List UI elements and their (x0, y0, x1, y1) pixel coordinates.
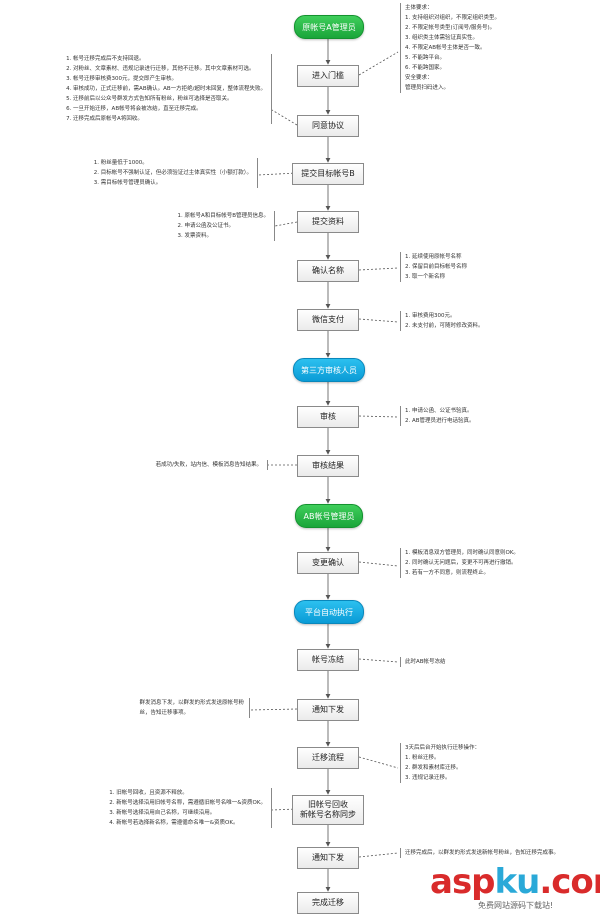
note-line: 1. 原帐号A和目标帐号B管理员信息。 (177, 213, 269, 219)
role-ab-admin: AB帐号管理员 (295, 504, 363, 528)
note-line: 2. 新帐号选择沿用旧帐号名称，需遵循旧帐号名唯一&资质OK。 (109, 800, 266, 806)
step-notify-2: 通知下发 (297, 847, 359, 869)
role-original-admin: 原帐号A管理员 (294, 15, 364, 39)
step-wechat-pay: 微信支付 (297, 309, 359, 331)
note-line: 7. 迁移完成后原帐号A将回收。 (66, 116, 143, 122)
note-line: 1. 审核费用300元。 (405, 313, 456, 319)
note-line: 2. 同时确认无问题后，变更不可再进行撤销。 (405, 560, 517, 566)
note-subject-requirements: 主体要求： 1. 支持组织对组织，不限定组织类型。 2. 不限定帐号类型(订阅号… (400, 3, 500, 93)
note-line: 群发消息下发，以群发的形式发送原帐号粉 (139, 700, 244, 706)
note-line: 4. 不限定AB帐号主体是否一致。 (405, 45, 486, 51)
note-line: 1. 粉丝迁移。 (405, 755, 440, 761)
note-line: 2. 不限定帐号类型(订阅号/服务号)。 (405, 25, 496, 31)
note-line: 3. 违规记录迁移。 (405, 775, 451, 781)
note-line: 3天后后台开始执行迁移操作： (405, 745, 481, 751)
step-old-account-recycle-line2: 新帐号名称同步 (300, 810, 356, 819)
note-migration-process: 3天后后台开始执行迁移操作： 1. 粉丝迁移。 2. 群发和素材库迁移。 3. … (400, 743, 480, 783)
note-review: 1. 申请公函、公证书验真。 2. AB管理员进行电话验真。 (400, 406, 475, 426)
watermark-tagline: 免费网站源码下载站! (478, 901, 554, 910)
step-enter-portal: 进入门槛 (297, 65, 359, 87)
note-line: 2. 对粉丝、文章素材、违规记录进行迁移，其他不迁移。其中文章素材可选。 (66, 66, 255, 72)
step-old-account-recycle-line1: 旧帐号回收 (308, 800, 348, 809)
step-submit-target: 提交目标帐号B (292, 163, 364, 185)
note-agree-protocol: 1. 帐号迁移完成后不支持回退。 2. 对粉丝、文章素材、违规记录进行迁移，其他… (66, 54, 272, 124)
step-notify-1: 通知下发 (297, 699, 359, 721)
note-line: 1. 模板消息双方管理员，同时确认同意则OK。 (405, 550, 519, 556)
note-old-account-recycle: 1. 旧帐号回收，且资源不释放。 2. 新帐号选择沿用旧帐号名称，需遵循旧帐号名… (109, 788, 272, 828)
note-line: 2. 申请公函及公证书。 (177, 223, 234, 229)
note-line: 3. 取一个新名称 (405, 274, 445, 280)
note-line: 3. 帐号迁移审核费300元，提交即产生审核。 (66, 76, 178, 82)
step-confirm-name: 确认名称 (297, 260, 359, 282)
note-line: 丝，告知迁移事项。 (139, 710, 189, 716)
note-notify-2: 迁移完成后，以群发的形式发送新帐号粉丝，告知迁移完成事。 (400, 848, 559, 858)
note-line: 2. 保留目前目标帐号名称 (405, 264, 467, 270)
watermark-logo: aspku.com 免费网站源码下载站! (430, 862, 600, 914)
note-line: 1. 支持组织对组织，不限定组织类型。 (405, 15, 500, 21)
step-old-account-recycle: 旧帐号回收 新帐号名称同步 (292, 795, 364, 825)
note-line: 2. 群发和素材库迁移。 (405, 765, 462, 771)
step-review-result: 审核结果 (297, 455, 359, 477)
note-submit-target: 1. 粉丝量低于1000。 2. 目标帐号不强制认证，但必须验证过主体真实性（小… (94, 158, 258, 188)
note-line: 5. 不能跨平台。 (405, 55, 445, 61)
note-submit-materials: 1. 原帐号A和目标帐号B管理员信息。 2. 申请公函及公证书。 3. 发票资料… (177, 211, 275, 241)
step-agree-protocol: 同意协议 (297, 115, 359, 137)
step-review: 审核 (297, 406, 359, 428)
role-third-party-reviewer: 第三方审核人员 (293, 358, 365, 382)
note-wechat-pay: 1. 审核费用300元。 2. 未支付前，可随时修改资料。 (400, 311, 484, 331)
note-line: 1. 帐号迁移完成后不支持回退。 (66, 56, 145, 62)
note-line: 安全要求： (405, 75, 433, 81)
note-line: 4. 新帐号若选择新名称，需遵循命名唯一&资质OK。 (109, 820, 239, 826)
note-confirm-name: 1. 延续使用原帐号名称 2. 保留目前目标帐号名称 3. 取一个新名称 (400, 252, 467, 282)
note-line: 此时AB帐号冻结 (405, 659, 446, 665)
note-line: 若成功/失败，站内信、模板消息告知结果。 (155, 462, 262, 468)
note-line: 3. 发票资料。 (177, 233, 212, 239)
note-line: 6. 一旦开始迁移，AB帐号将会被冻结，直至迁移完成。 (66, 106, 202, 112)
note-line: 4. 审核成功，正式迁移前，需AB确认。AB一方拒绝/超时未回复，整体流程失败。 (66, 86, 266, 92)
note-change-confirm: 1. 模板消息双方管理员，同时确认同意则OK。 2. 同时确认无问题后，变更不可… (400, 548, 519, 578)
note-line: 2. 目标帐号不强制认证，但必须验证过主体真实性（小额打款）。 (93, 170, 252, 176)
step-migration-process: 迁移流程 (297, 747, 359, 769)
note-review-result: 若成功/失败，站内信、模板消息告知结果。 (156, 460, 268, 470)
note-line: 6. 不能跨国家。 (405, 65, 445, 71)
note-line: 3. 若有一方不同意，则流程终止。 (405, 570, 489, 576)
note-line: 3. 需目标帐号管理员确认。 (93, 180, 162, 186)
note-line: 管理员扫码进入。 (405, 85, 450, 91)
note-line: 2. AB管理员进行电话验真。 (405, 418, 475, 424)
watermark-brand-prefix: asp (430, 862, 496, 902)
role-platform-auto: 平台自动执行 (294, 600, 364, 624)
step-complete: 完成迁移 (297, 892, 359, 914)
step-account-freeze: 帐号冻结 (297, 649, 359, 671)
watermark-brand: aspku.com (430, 862, 600, 902)
note-line: 1. 粉丝量低于1000。 (93, 160, 148, 166)
step-submit-materials: 提交资料 (297, 211, 359, 233)
watermark-brand-highlight: ku (494, 862, 541, 902)
note-account-freeze: 此时AB帐号冻结 (400, 657, 446, 667)
note-line: 1. 延续使用原帐号名称 (405, 254, 462, 260)
watermark-brand-suffix: .com (539, 862, 600, 902)
note-line: 1. 旧帐号回收，且资源不释放。 (109, 790, 188, 796)
note-line: 3. 组织类主体需验证真实性。 (405, 35, 478, 41)
note-notify-1: 群发消息下发，以群发的形式发送原帐号粉 丝，告知迁移事项。 (139, 698, 250, 718)
note-line: 2. 未支付前，可随时修改资料。 (405, 323, 484, 329)
note-line: 迁移完成后，以群发的形式发送新帐号粉丝，告知迁移完成事。 (405, 850, 560, 856)
note-line: 主体要求： (405, 5, 433, 11)
note-line: 3. 新帐号选择沿用自己名称，可继续沿用。 (109, 810, 216, 816)
note-line: 1. 申请公函、公证书验真。 (405, 408, 473, 414)
step-change-confirm: 变更确认 (297, 552, 359, 574)
note-line: 5. 迁移前后以公众号群发方式告知所有粉丝，粉丝可选择是否取关。 (66, 96, 233, 102)
